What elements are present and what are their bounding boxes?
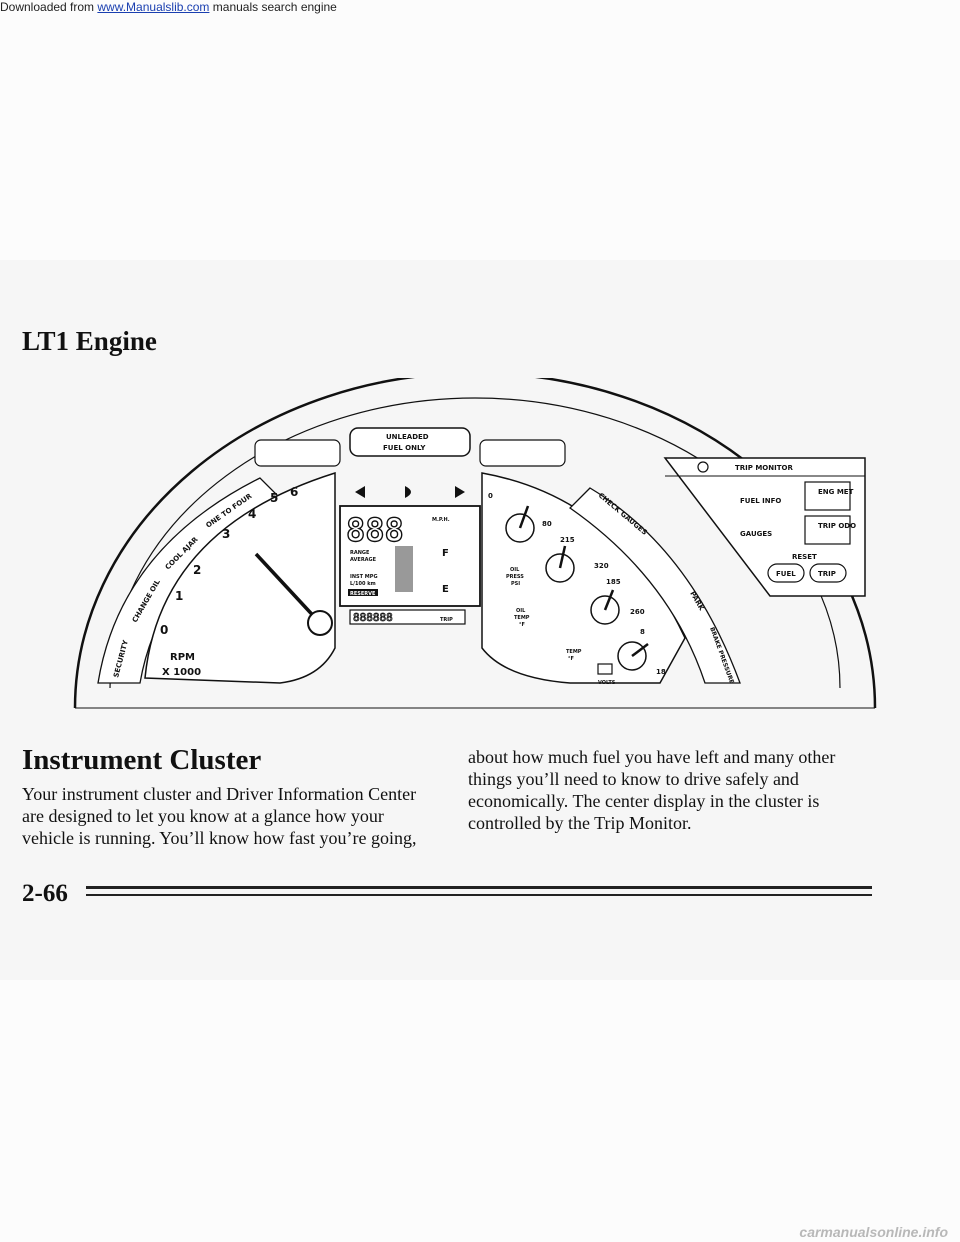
right-warning-strip <box>568 487 741 684</box>
dic-inst-mpg: INST MPG <box>350 574 378 580</box>
trip-reset-button[interactable] <box>809 563 847 583</box>
volts-needle <box>631 643 649 657</box>
volts-max: 18 <box>656 668 666 676</box>
coolant-max: 260 <box>630 608 645 616</box>
trip-odo-button[interactable] <box>804 515 851 545</box>
dic-fuel-full: F <box>442 548 449 559</box>
banner-suffix: manuals search engine <box>209 0 337 14</box>
volts-low: 8 <box>640 628 645 636</box>
dic-range: RANGE <box>350 550 370 556</box>
section-title: LT1 Engine <box>22 326 157 356</box>
tach-tick-4: 4 <box>248 507 256 521</box>
paragraph-left: Your instrument cluster and Driver Infor… <box>22 784 417 848</box>
tach-tick-0: 0 <box>160 623 168 637</box>
coolant-needle <box>603 589 615 611</box>
oil-press-max: 80 <box>542 520 552 528</box>
trip-monitor-title: TRIP MONITOR <box>735 464 793 472</box>
fuel-notice-box <box>349 427 471 457</box>
oil-temp-label2: TEMP <box>514 615 530 621</box>
dic-reserve: RESERVE <box>350 591 376 597</box>
trip-reset-label: TRIP <box>818 570 836 578</box>
odometer-unit: TRIP <box>440 617 453 623</box>
instrument-cluster-heading: Instrument Cluster <box>22 744 262 776</box>
watermark-footer: carmanualsonline.info <box>799 1224 948 1240</box>
tach-tick-1: 1 <box>175 589 183 603</box>
page-rule <box>86 886 872 897</box>
dic-digits: 888 <box>346 511 404 549</box>
page-number: 2-66 <box>22 880 68 907</box>
tach-tick-5: 5 <box>270 491 278 505</box>
coolant-label1: TEMP <box>566 649 582 655</box>
oil-press-label1: OIL <box>510 567 520 573</box>
tachometer-panel <box>144 471 336 684</box>
oil-temp-needle <box>558 545 567 569</box>
odometer-window <box>349 609 466 625</box>
instrument-cluster-illustration: SECURITY CHANGE OIL COOL AJAR ONE TO FOU… <box>50 378 880 718</box>
volts-label: VOLTS <box>598 680 616 686</box>
dic-mph: M.P.H. <box>432 517 450 523</box>
download-banner: Downloaded from www.Manualslib.com manua… <box>0 0 960 14</box>
oil-press-label2: PRESS <box>506 574 524 580</box>
tach-rpm-label: RPM <box>170 652 195 663</box>
paragraph-right: about how much fuel you have left and ma… <box>468 747 836 833</box>
odometer-digits: 888888 <box>353 611 393 624</box>
banner-prefix: Downloaded from <box>0 0 98 14</box>
fuel-notice-line1: UNLEADED <box>386 433 429 441</box>
oil-press-label3: PSI <box>511 581 520 587</box>
tach-tick-3: 3 <box>222 527 230 541</box>
reset-label: RESET <box>792 553 817 561</box>
oil-press-needle <box>518 505 530 529</box>
dic-reserve-box <box>348 589 378 596</box>
fuel-reset-button[interactable] <box>767 563 805 583</box>
tach-x1000-label: X 1000 <box>162 667 201 678</box>
oil-press-zero: 0 <box>488 492 493 500</box>
trip-monitor-knob <box>697 461 709 473</box>
eng-met-button[interactable] <box>804 481 851 511</box>
tach-tick-2: 2 <box>193 563 201 577</box>
coolant-mid: 185 <box>606 578 621 586</box>
tach-hub <box>307 610 333 636</box>
tach-needle <box>254 552 322 625</box>
battery-icon <box>597 663 613 675</box>
trip-odo-label: TRIP ODO <box>818 522 856 530</box>
tach-tick-6: 6 <box>290 485 298 499</box>
manualslib-link[interactable]: www.Manualslib.com <box>97 0 210 14</box>
right-turn-icon <box>455 486 465 498</box>
left-turn-icon <box>355 486 365 498</box>
oil-temp-max: 320 <box>594 562 609 570</box>
dic-fuel-bar <box>395 546 413 592</box>
gauges-label[interactable]: GAUGES <box>740 530 772 538</box>
right-lamp-window <box>479 439 566 467</box>
fuel-reset-label: FUEL <box>776 570 796 578</box>
fuel-info-label[interactable]: FUEL INFO <box>740 497 781 505</box>
dic-l100: L/100 km <box>350 581 376 587</box>
high-beam-icon <box>405 486 411 498</box>
left-lamp-window <box>254 439 341 467</box>
coolant-label2: °F <box>568 656 574 662</box>
fuel-notice-line2: FUEL ONLY <box>383 444 426 452</box>
oil-temp-label3: °F <box>519 622 525 628</box>
oil-temp-label1: OIL <box>516 608 526 614</box>
dic-average: AVERAGE <box>350 557 377 563</box>
dic-fuel-empty: E <box>442 584 449 595</box>
eng-met-label: ENG MET <box>818 488 854 496</box>
oil-temp-mid: 215 <box>560 536 575 544</box>
